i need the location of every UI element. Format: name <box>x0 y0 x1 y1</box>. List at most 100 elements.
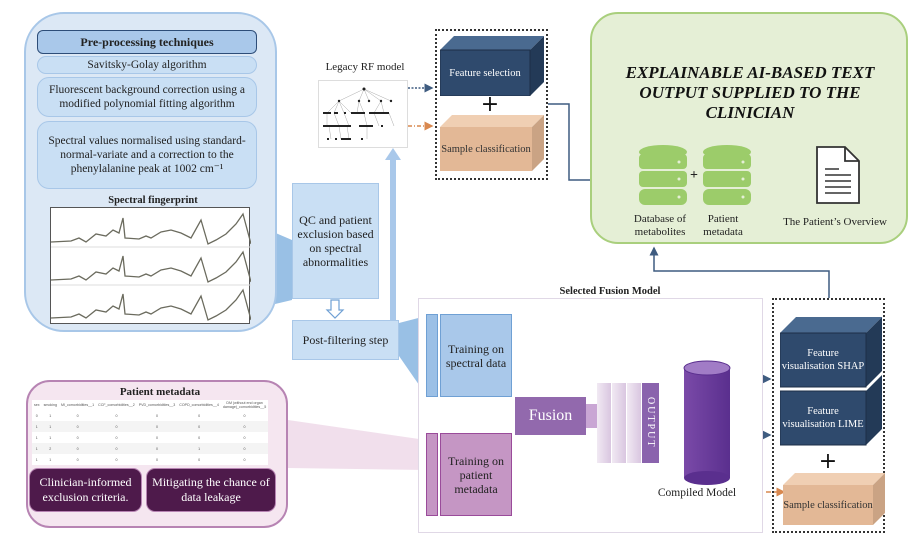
spectral-fingerprint-plot <box>50 207 252 324</box>
preprocessing-title: Pre-processing techniques <box>37 30 257 54</box>
table-cell: 1 <box>35 457 38 462</box>
spectral-fingerprint-title: Spectral fingerprint <box>108 194 198 206</box>
spectrum-trace-3 <box>50 288 252 321</box>
post-filtering-step-box: Post-filtering step <box>292 320 399 360</box>
table-cell: 0 <box>156 413 158 418</box>
plus-icon: + <box>480 91 500 117</box>
feature-selection-label: Feature selection <box>449 67 521 79</box>
legacy-rf-label: Legacy RF model <box>325 61 405 73</box>
table-cell: 0 <box>115 413 118 418</box>
column-header: COPD_comorbidities__4 <box>179 403 219 407</box>
patient-metadata-title: Patient metadata <box>119 386 201 398</box>
table-cell: 0 <box>35 413 38 418</box>
patient-metadata-label: Patient metadata <box>703 213 743 238</box>
dense-layer-1 <box>597 383 611 463</box>
output-layer-label: OUTPUT <box>645 397 656 449</box>
fusion-model-title: Selected Fusion Model <box>559 285 661 297</box>
patient-metadata-table: sex smoking MI_comorbidities__1 CCF_como… <box>32 400 269 465</box>
feature-selection-cube <box>440 36 544 96</box>
training-spectral-box: Training on spectral data <box>440 314 512 397</box>
compiled-model-cylinder-icon <box>683 360 731 485</box>
database-metabolites-label: Database of metabolites <box>633 213 687 238</box>
preprocessing-step-savitsky: Savitsky-Golay algorithm <box>37 56 257 74</box>
sample-classification-label-right: Sample classification <box>783 499 873 511</box>
explainable-output-panel <box>590 12 908 244</box>
table-cell: 0 <box>76 413 79 418</box>
dense-layer-3 <box>627 383 641 463</box>
table-cell: 0 <box>243 457 246 462</box>
column-header: PVD_comorbidities__3 <box>138 403 176 407</box>
table-cell: 1 <box>41 421 59 432</box>
qc-patient-exclusion-box: QC and patient exclusion based on spectr… <box>292 183 379 299</box>
table-cell: 0 <box>177 421 221 432</box>
spectrum-trace-2 <box>50 250 252 283</box>
spectral-traces <box>50 212 252 321</box>
table-cell: 0 <box>136 421 178 432</box>
table-cell: 1 <box>49 435 52 440</box>
table-cell: 0 <box>76 435 79 440</box>
output-layer: OUTPUT <box>642 383 659 463</box>
column-header: MI_comorbidities__1 <box>60 403 95 407</box>
decision-tree-diagram <box>318 80 408 148</box>
exclusion-criteria-box: Clinician-informed exclusion criteria. <box>29 468 142 512</box>
table-cell: 0 <box>156 457 158 462</box>
qc-down-arrow <box>325 299 345 319</box>
table-cell: 0 <box>96 443 137 454</box>
spectral-input-bar <box>426 314 438 397</box>
table-cell: 0 <box>76 457 79 462</box>
document-overview-icon <box>816 146 860 204</box>
table-row: 0 1 0 0 0 0 0 <box>32 410 268 421</box>
column-header: CCF_comorbidities__2 <box>98 403 135 407</box>
feature-visualisation-lime-label: Feature visualisation LIME <box>782 406 864 430</box>
feature-visualisation-cubes <box>780 317 882 446</box>
table-cell: 0 <box>58 421 97 432</box>
table-cell: 0 <box>198 413 201 418</box>
plus-icon: + <box>818 448 838 474</box>
database-metabolites-icon <box>639 145 687 205</box>
table-row: 1 1 0 0 0 0 0 <box>32 432 268 443</box>
table-cell: 1 <box>35 435 38 440</box>
training-metadata-box: Training on patient metadata <box>440 433 512 516</box>
column-header: sex <box>34 403 40 407</box>
explainable-output-title: EXPLAINABLE AI-BASED TEXT OUTPUT SUPPLIE… <box>625 63 875 122</box>
sample-classification-cube-right <box>783 473 885 525</box>
table-cell: 2 <box>41 443 59 454</box>
fusion-connector <box>586 404 598 428</box>
funnel-metadata-training <box>288 420 426 470</box>
table-cell: 1 <box>177 443 221 454</box>
table-cell: 0 <box>96 421 137 432</box>
compiled-model-label: Compiled Model <box>657 487 737 499</box>
dense-layer-2 <box>612 383 626 463</box>
table-cell: 0 <box>156 435 158 440</box>
database-patient-metadata-icon <box>703 145 751 205</box>
table-cell: 1 <box>32 421 42 432</box>
table-cell: 0 <box>220 443 269 454</box>
table-row: 1 1 0 0 0 0 0 <box>32 454 268 465</box>
sample-classification-label: Sample classification <box>441 143 531 155</box>
sample-classification-cube <box>440 115 544 171</box>
table-cell: 1 <box>49 413 52 418</box>
data-leakage-box: Mitigating the chance of data leakage <box>146 468 276 512</box>
table-cell: 0 <box>220 421 269 432</box>
table-cell: 0 <box>58 443 97 454</box>
table-header-row: sex smoking MI_comorbidities__1 CCF_como… <box>32 400 268 410</box>
table-cell: 0 <box>115 435 118 440</box>
fusion-node: Fusion <box>515 397 586 435</box>
legacy-output-group <box>435 29 548 180</box>
feature-visualisation-shap-label: Feature visualisation SHAP <box>781 348 865 372</box>
preprocessing-step-normalisation: Spectral values normalised using standar… <box>37 121 257 189</box>
table-cell: 0 <box>136 443 178 454</box>
plus-icon: + <box>690 168 698 183</box>
table-cell: 0 <box>243 435 246 440</box>
table-cell: 0 <box>115 457 118 462</box>
table-cell: 0 <box>198 435 201 440</box>
tree-icon <box>323 87 395 140</box>
patient-overview-label: The Patient’s Overview <box>783 215 887 228</box>
table-cell: 0 <box>198 457 201 462</box>
explainability-output-group <box>772 298 885 533</box>
table-cell: 0 <box>243 413 246 418</box>
table-cell: 1 <box>49 457 52 462</box>
spectrum-trace-1 <box>50 212 252 245</box>
